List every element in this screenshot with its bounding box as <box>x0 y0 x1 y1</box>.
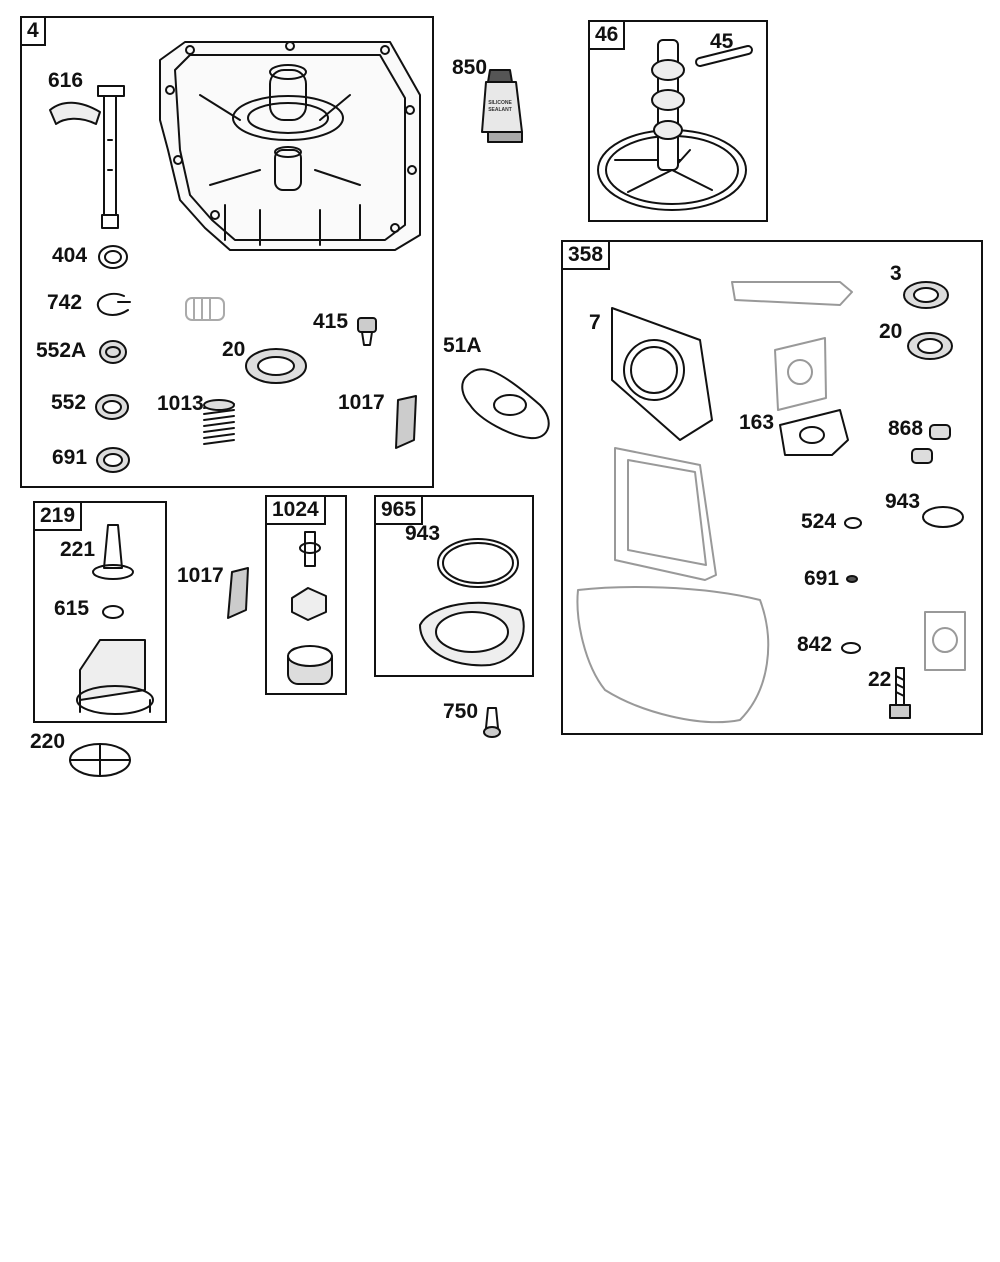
part-label-1017: 1017 <box>177 564 224 587</box>
gasket-drawing <box>461 368 550 440</box>
governor-shaft-drawing <box>49 85 125 229</box>
part-label-943: 943 <box>885 490 921 513</box>
bolt-drawing <box>889 667 911 719</box>
o-ring-drawing <box>922 506 964 528</box>
o-ring-drawing <box>841 642 861 654</box>
o-ring-drawing <box>844 517 862 529</box>
part-label-163: 163 <box>739 411 775 434</box>
part-label-404: 404 <box>52 244 88 267</box>
plug-drawing <box>185 297 225 321</box>
part-label-3: 3 <box>890 262 902 285</box>
tube-text-line1: SILICONE <box>488 100 512 106</box>
screw-drawing <box>357 317 377 346</box>
part-label-691: 691 <box>804 567 840 590</box>
filter-drawing <box>395 395 417 449</box>
kit-box-358: 358 <box>561 240 983 735</box>
kit-box-label: 219 <box>35 503 83 531</box>
part-label-1017: 1017 <box>338 391 385 414</box>
part-label-742: 742 <box>47 291 83 314</box>
kit-box-label: 358 <box>563 242 611 270</box>
part-label-750: 750 <box>443 700 479 723</box>
governor-gear-drawing <box>76 524 154 715</box>
tube-text-line2: SEALANT <box>488 107 512 113</box>
gasket-drawing <box>779 409 849 456</box>
part-label-20: 20 <box>222 338 246 361</box>
head-gasket-drawing <box>576 281 966 724</box>
part-label-7: 7 <box>589 311 601 334</box>
part-label-221: 221 <box>60 538 96 561</box>
spring-drawing <box>203 399 235 445</box>
part-label-943: 943 <box>405 522 441 545</box>
part-label-20: 20 <box>879 320 903 343</box>
part-label-524: 524 <box>801 510 837 533</box>
screw-drawing <box>483 707 501 738</box>
gasket-plate-drawing <box>419 601 525 667</box>
sleeve-drawing <box>929 424 951 440</box>
part-label-1013: 1013 <box>157 392 204 415</box>
part-label-51A: 51A <box>443 334 482 357</box>
filter-drawing <box>227 567 249 619</box>
bushing-drawing <box>99 340 127 364</box>
kit-box-label: 46 <box>590 22 626 50</box>
kit-box-label: 965 <box>376 497 424 525</box>
kit-box-4: 4 <box>20 16 434 488</box>
oil-pump-drawing <box>287 531 333 685</box>
part-label-691: 691 <box>52 446 88 469</box>
part-label-220: 220 <box>30 730 66 753</box>
o-ring-drawing <box>846 575 858 583</box>
clip-drawing <box>96 292 129 316</box>
kit-box-965: 965 <box>374 495 534 677</box>
kit-box-46: 46 <box>588 20 768 222</box>
part-label-850: 850 <box>452 56 488 79</box>
sleeve-drawing <box>911 448 933 464</box>
part-label-552A: 552A <box>36 339 87 362</box>
part-label-552: 552 <box>51 391 87 414</box>
kit-box-219: 219 <box>33 501 167 723</box>
o-ring-drawing <box>437 538 519 588</box>
part-label-868: 868 <box>888 417 924 440</box>
part-label-415: 415 <box>313 310 349 333</box>
ring-drawing <box>98 245 128 269</box>
sealant-tube-drawing: SILICONE SEALANT <box>481 69 523 143</box>
kit-box-label: 1024 <box>267 497 326 525</box>
part-label-842: 842 <box>797 633 833 656</box>
camshaft-gear-drawing <box>597 39 753 211</box>
crankcase-cover-drawing <box>159 41 421 251</box>
kit-box-label: 4 <box>22 18 46 46</box>
part-label-22: 22 <box>868 668 892 691</box>
kit-box-1024: 1024 <box>265 495 347 695</box>
part-label-615: 615 <box>54 597 90 620</box>
part-label-45: 45 <box>710 30 734 53</box>
part-label-616: 616 <box>48 69 84 92</box>
